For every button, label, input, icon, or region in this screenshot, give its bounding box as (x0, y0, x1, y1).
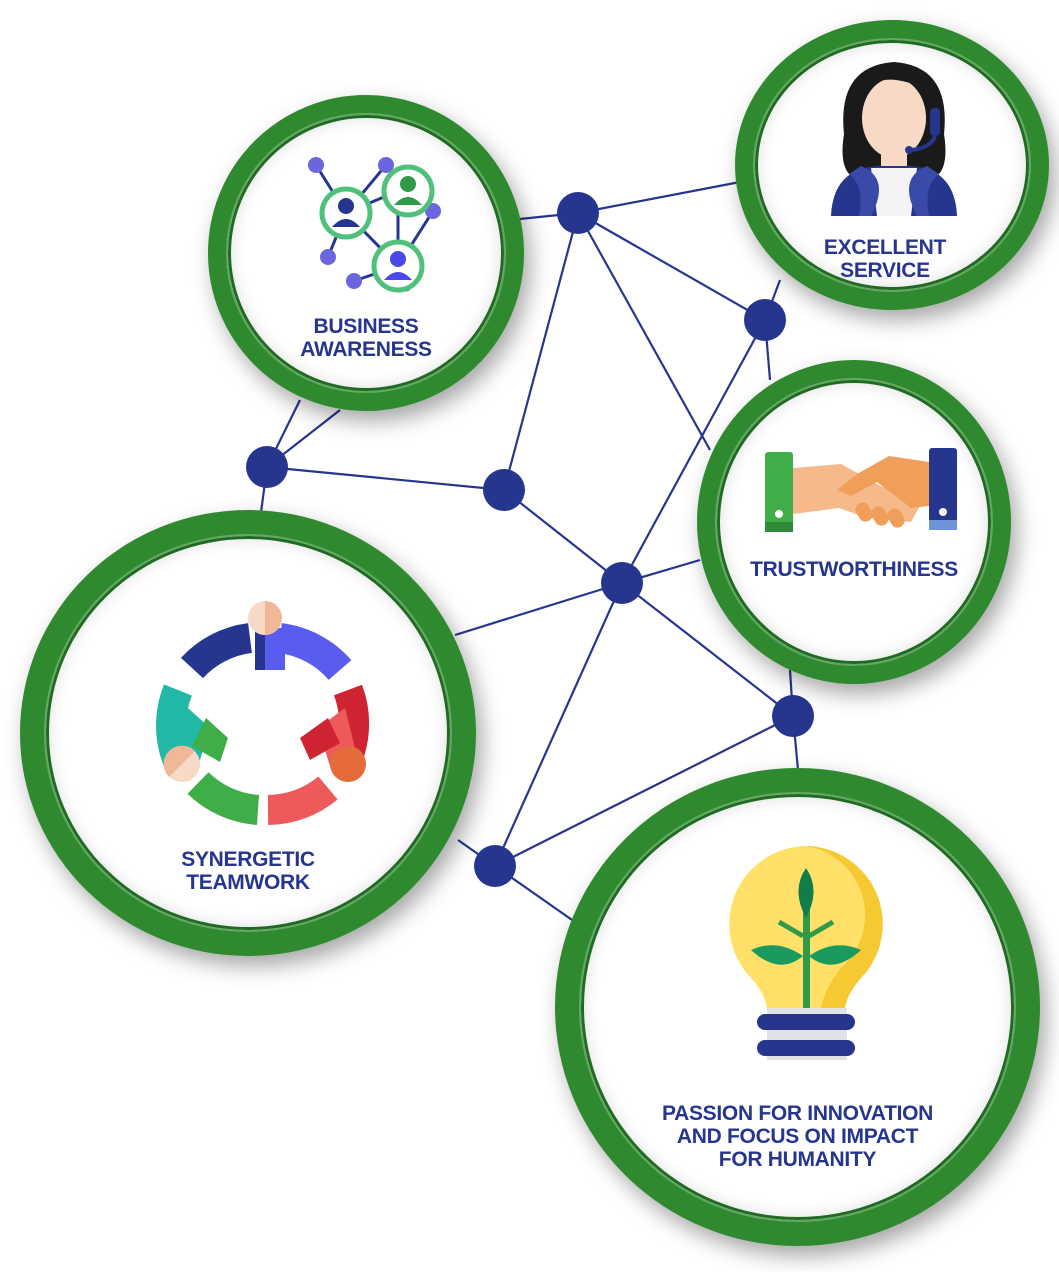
support-agent-icon (831, 62, 957, 216)
value-trustworthiness: TRUSTWORTHINESS (697, 360, 1011, 684)
value-label: TRUSTWORTHINESS (750, 558, 958, 581)
network-node (246, 446, 288, 488)
value-label: EXCELLENT SERVICE (823, 236, 947, 282)
value-passion-for-innovation: PASSION FOR INNOVATION AND FOCUS ON IMPA… (555, 768, 1040, 1246)
network-edges (258, 180, 800, 923)
handshake-icon (765, 448, 957, 532)
network-node (474, 845, 516, 887)
network-nodes (246, 192, 814, 887)
value-label: PASSION FOR INNOVATION AND FOCUS ON IMPA… (661, 1102, 934, 1171)
lightbulb-plant-icon (729, 846, 883, 1060)
value-business-awareness: BUSINESS AWARENESS (208, 95, 524, 411)
network-node (772, 695, 814, 737)
network-node (744, 299, 786, 341)
network-people-icon (308, 157, 441, 293)
value-label: SYNERGETIC TEAMWORK (181, 848, 315, 894)
team-circle-icon (156, 601, 370, 825)
network-node (601, 562, 643, 604)
network-node (483, 469, 525, 511)
network-node (557, 192, 599, 234)
value-synergetic-teamwork: SYNERGETIC TEAMWORK (20, 510, 476, 956)
value-label: BUSINESS AWARENESS (300, 315, 432, 361)
value-excellent-service: EXCELLENT SERVICE (735, 20, 1049, 310)
